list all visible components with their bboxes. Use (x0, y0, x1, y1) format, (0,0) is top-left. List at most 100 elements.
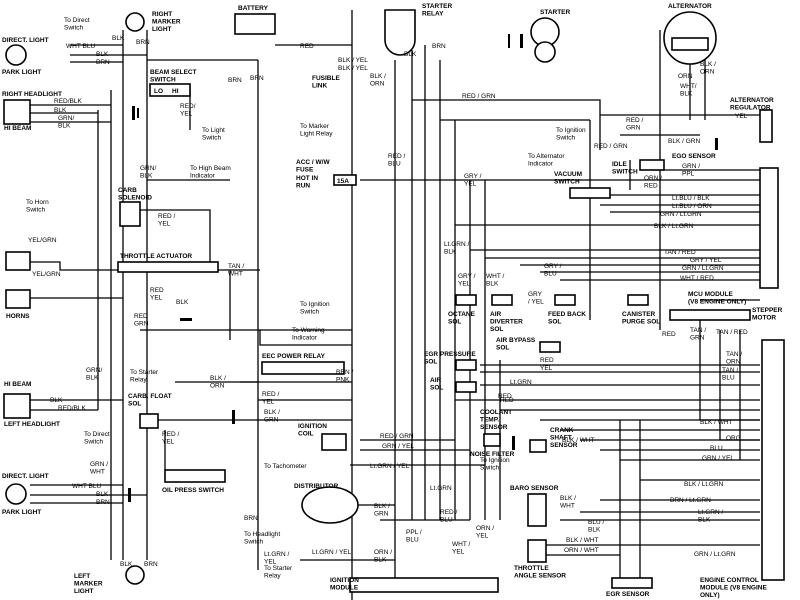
wire-label: BLK (404, 51, 417, 58)
wire-label: RED/YEL (180, 103, 196, 118)
oil-press-label: OIL PRESS SWITCH (162, 487, 224, 494)
wire-label: Lt.GRN /YEL (264, 551, 289, 566)
wire-label: BLK (50, 397, 63, 404)
wire-label: RED (300, 43, 314, 50)
alternator-label: ALTERNATOR (668, 3, 712, 10)
wire-label: BLK (176, 299, 189, 306)
wire-label: GRN /WHT (90, 461, 108, 476)
wire-label: BLK / GRN (668, 138, 700, 145)
wire-label: RED (500, 397, 514, 404)
wire-label: RED / GRN (380, 433, 414, 440)
wire-layer (30, 10, 760, 600)
fuse-15a-symbol (333, 174, 357, 186)
wire-label: ORN (678, 73, 693, 80)
octane-sol-symbol (455, 294, 477, 306)
direct-light-left-bulb (5, 483, 27, 505)
wire-label: GRN / Lt.GRN (694, 551, 736, 558)
wire-label: YEL (540, 365, 553, 372)
wire-label: BLK / WHT (700, 419, 733, 426)
distributor-symbol (301, 486, 359, 524)
coolant-temp-sensor-symbol (483, 433, 501, 447)
wire-label: BLK / WHT (566, 537, 599, 544)
wire-label: GRN / Lt.GRN (660, 211, 702, 218)
wire-label: GRN / Lt.GRN (682, 265, 724, 272)
wire-label: WHT/BLK (680, 83, 697, 98)
wire-label: Lt.BLU / BLK (672, 195, 710, 202)
wire-label: YEL/GRN (28, 237, 57, 244)
wire-label: RED /BLU (440, 509, 458, 524)
idle-switch-symbol (639, 159, 665, 171)
battery-symbol (234, 13, 276, 35)
air-bypass-sol-symbol (539, 341, 561, 353)
right-marker-bulb (125, 12, 145, 32)
wire-label: RED /YEL (162, 431, 180, 446)
wire-label: GRY /BLU (544, 263, 562, 278)
wire-label: BLK (54, 107, 67, 114)
direct-light-right-bulb (5, 44, 27, 66)
wire-label: RED / GRN (462, 93, 496, 100)
wire-label: ORG (726, 435, 741, 442)
wire-label: BLK /ORN (370, 73, 386, 88)
carb-float-sol-symbol (139, 413, 159, 429)
air-diverter-sol-symbol (491, 294, 513, 306)
wire-label: BLK / Lt.GRN (684, 481, 724, 488)
park-light-left-label: PARK LIGHT (2, 509, 41, 516)
right-headlight-symbol (3, 99, 31, 125)
ground-icon (508, 34, 510, 48)
wire-label: WHT BLU (72, 483, 101, 490)
wire-label: BLK /GRN (264, 409, 280, 424)
wire-label: BLK (112, 35, 125, 42)
ground-icon (132, 106, 135, 120)
eec-power-relay-symbol (261, 361, 345, 375)
wire-label: BRN (244, 515, 258, 522)
wire-label: YEL/GRN (32, 271, 61, 278)
wire-label: BRN (144, 561, 158, 568)
wire-label: BRN (228, 77, 242, 84)
wire-label: GRY/ YEL (528, 291, 544, 306)
wire-label: BRN (136, 39, 150, 46)
ignition-coil-symbol (321, 433, 347, 451)
wire-label: Lt.GRN /BLK (444, 241, 469, 256)
wire-label: RED/BLK (54, 98, 82, 105)
wire-label: RED/BLK (58, 405, 86, 412)
battery-label: BATTERY (238, 5, 269, 12)
wire-label: RED (662, 331, 676, 338)
throttle-angle-sensor-symbol (527, 539, 547, 563)
ground-icon (520, 34, 523, 48)
fuse-15a-label: 15A (337, 178, 349, 185)
wire-label: BLK /ORN (210, 375, 226, 390)
wire-label: BLK /WHT (560, 495, 576, 510)
wire-label: WHT / RED (680, 275, 714, 282)
wire-label: BLK / WHT (562, 437, 595, 444)
wire-label: GRN /PPL (682, 163, 700, 178)
wire-label: RED /YEL (158, 213, 176, 228)
wire-label: BLK / YEL (338, 65, 368, 72)
wire-label: TAN /WHT (228, 263, 244, 278)
eec-power-relay-label: EEC POWER RELAY (262, 353, 326, 360)
wire-label: BRN (96, 499, 110, 506)
throttle-actuator-label: THROTTLE ACTUATOR (120, 253, 192, 260)
wire-label: ORN /YEL (476, 525, 494, 540)
wire-label: RED /BLU (388, 153, 406, 168)
egr-sensor-symbol (611, 577, 653, 589)
baro-sensor-label: BARO SENSOR (510, 485, 559, 492)
ground-icon (232, 410, 235, 424)
left-headlight-label: LEFT HEADLIGHT (4, 421, 60, 428)
wire-label: BLK (120, 561, 133, 568)
